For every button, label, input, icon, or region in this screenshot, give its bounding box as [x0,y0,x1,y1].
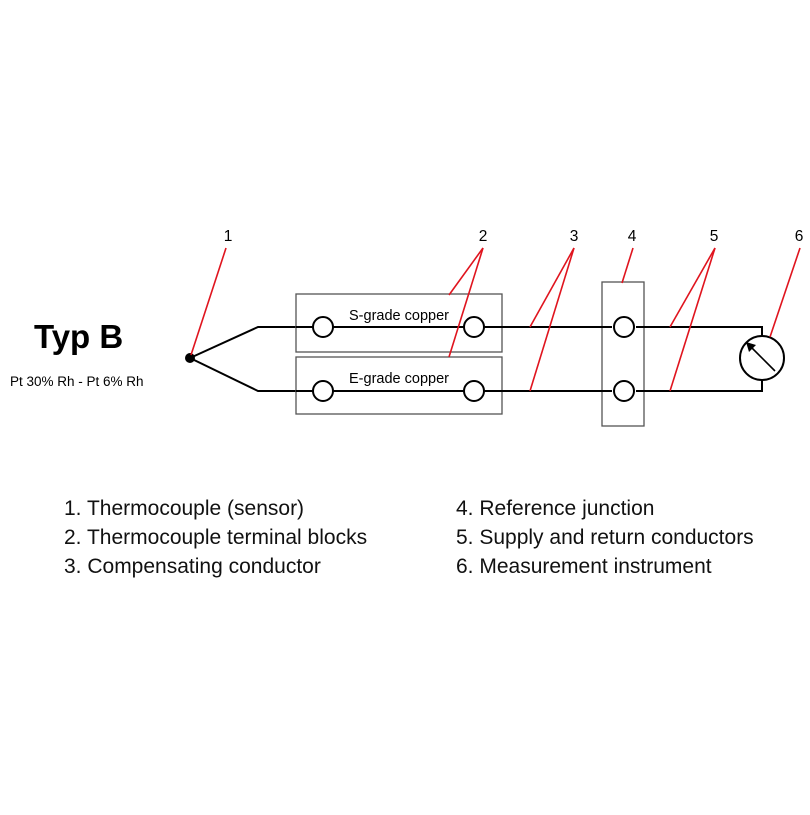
leader-lines [190,247,801,392]
legend-right-column: 4. Reference junction 5. Supply and retu… [456,494,754,581]
legend-item: 5. Supply and return conductors [456,526,754,549]
callout-numbers: 1 2 3 4 5 6 [224,228,804,245]
legend-item: 6. Measurement instrument [456,555,712,578]
leader-4 [621,247,634,284]
legend-item: 1. Thermocouple (sensor) [64,497,305,520]
leader-3a [529,247,575,328]
leader-5a [669,247,716,328]
meter-needle [749,345,776,372]
reference-terminal-lower [613,380,635,402]
leader-3b [529,247,575,392]
lower-supply-conductor [636,376,763,392]
legend-item: 4. Reference junction [456,497,655,520]
terminal-upper-right [463,316,485,338]
terminal-lower-right [463,380,485,402]
lower-sensor-leg [189,357,296,392]
upper-sensor-leg [189,326,296,359]
meter-arrowhead [746,342,756,352]
reference-terminal-upper [613,316,635,338]
callout-2: 2 [479,228,488,245]
leader-2a [448,247,484,296]
leader-1 [190,247,227,356]
upper-supply-conductor [636,326,763,340]
leader-6 [769,247,801,338]
leader-2b [448,247,484,358]
legend-item: 3. Compensating conductor [64,555,321,578]
upper-block-label: S-grade copper [349,308,449,324]
upper-terminal-block [295,293,503,353]
terminal-upper-left [312,316,334,338]
callout-1: 1 [224,228,233,245]
callout-6: 6 [795,228,804,245]
lower-terminal-block [295,356,503,415]
measuring-junction [185,353,195,363]
terminal-lower-left [312,380,334,402]
thermocouple-type-title: Typ B [34,318,124,355]
measurement-instrument [739,335,785,381]
callout-3: 3 [570,228,579,245]
callout-4: 4 [628,228,637,245]
reference-junction-box [601,281,645,427]
lower-block-label: E-grade copper [349,371,449,387]
terminals [312,316,635,402]
thermocouple-sensor [185,326,296,392]
legend-left-column: 1. Thermocouple (sensor) 2. Thermocouple… [64,494,367,581]
callout-5: 5 [710,228,719,245]
thermocouple-type-subtitle: Pt 30% Rh - Pt 6% Rh [10,374,144,389]
legend-item: 2. Thermocouple terminal blocks [64,526,368,549]
leader-5b [669,247,716,392]
